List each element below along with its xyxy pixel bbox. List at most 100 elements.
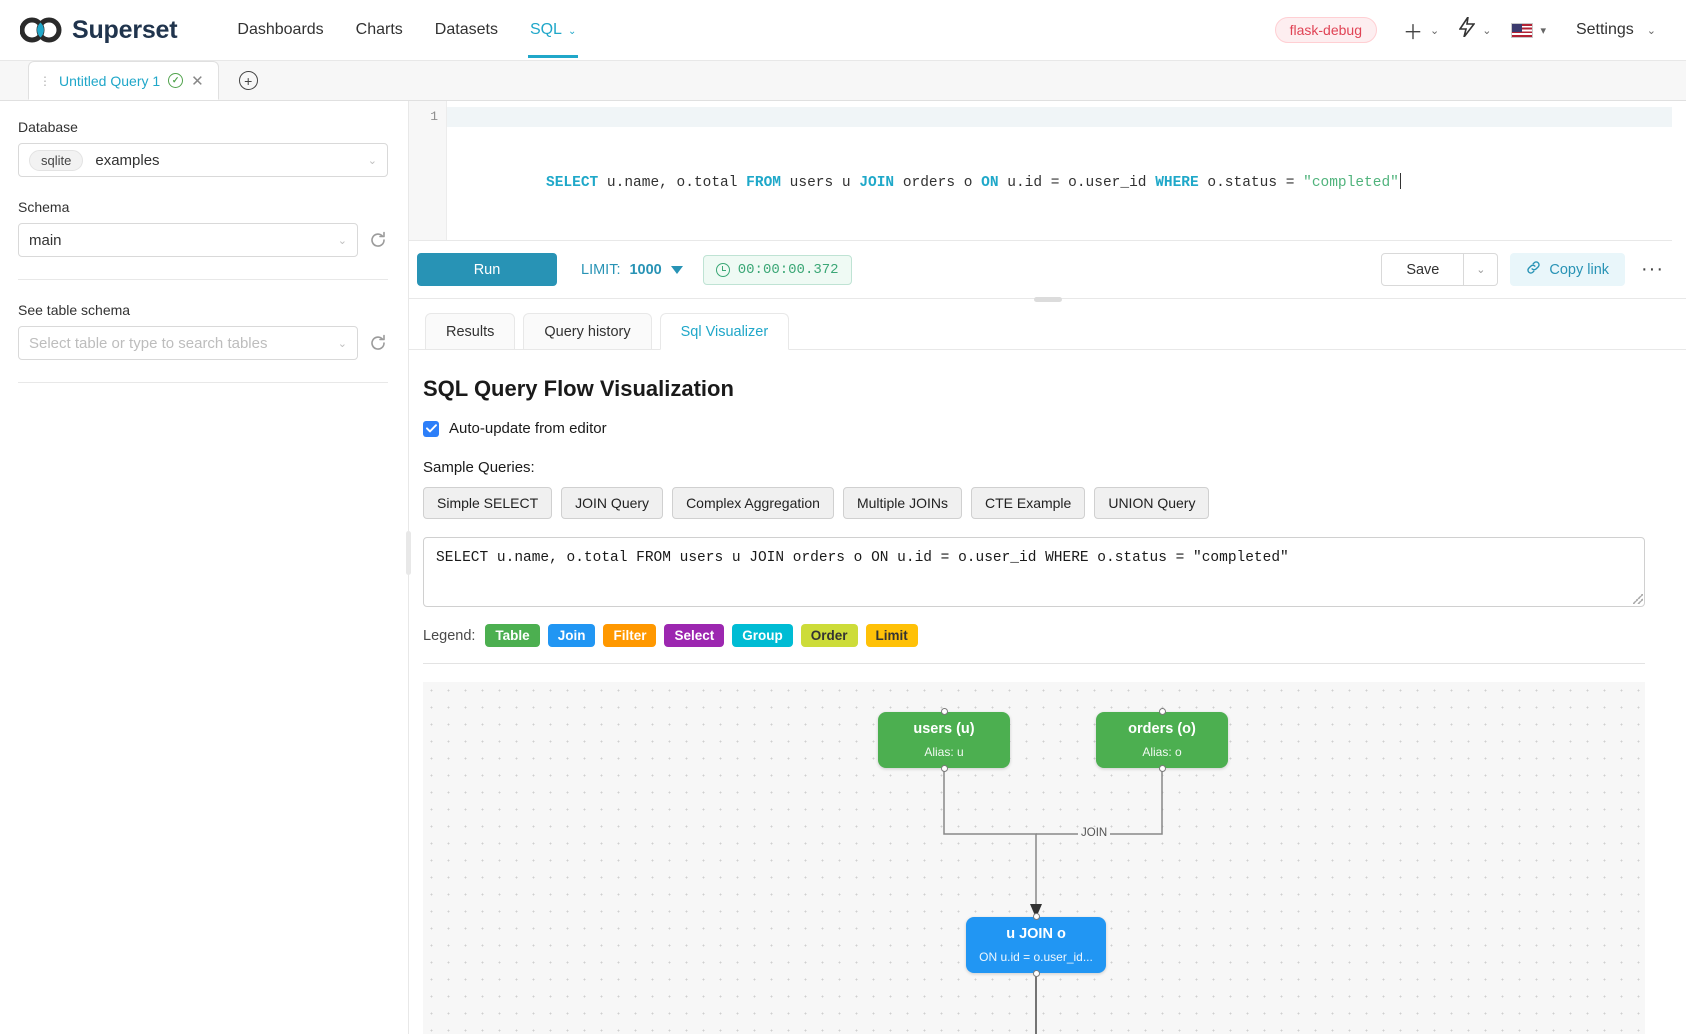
settings-menu[interactable]: Settings ⌄ — [1558, 9, 1664, 51]
legend-chip-order: Order — [800, 624, 858, 647]
sample-query-cte-example[interactable]: CTE Example — [970, 487, 1086, 519]
flow-node-subtitle: Alias: o — [1142, 744, 1182, 759]
flow-node-title: orders (o) — [1128, 721, 1196, 738]
limit-dropdown[interactable]: LIMIT: 1000 — [581, 262, 683, 278]
edge-label-join: JOIN — [1078, 827, 1111, 839]
nav-link-datasets[interactable]: Datasets — [434, 21, 498, 38]
flow-node-join[interactable]: u JOIN o ON u.id = o.user_id... — [966, 913, 1106, 977]
text-cursor — [1399, 173, 1401, 189]
sample-query-complex-aggregation[interactable]: Complex Aggregation — [672, 487, 834, 519]
bolt-icon — [1458, 16, 1476, 43]
textarea-resize-grip[interactable] — [1633, 594, 1643, 604]
legend-chip-table: Table — [485, 624, 540, 647]
timer-value: 00:00:00.372 — [737, 261, 839, 278]
query-tab-label: Untitled Query 1 — [59, 72, 161, 89]
editor-code-text: SELECT u.name, o.total FROM users u JOIN… — [546, 173, 1401, 191]
chevron-down-icon: ⌄ — [337, 337, 347, 350]
query-tab-bar: ⋮ Untitled Query 1 ✓ ✕ + — [0, 61, 1686, 101]
close-icon[interactable]: ✕ — [191, 72, 204, 90]
flow-node-subtitle: Alias: u — [924, 744, 964, 759]
schema-select[interactable]: main ⌄ — [18, 223, 358, 257]
table-select[interactable]: Select table or type to search tables ⌄ — [18, 326, 358, 360]
top-navbar: Superset Dashboards Charts Datasets SQL⌄… — [0, 0, 1686, 61]
limit-value: 1000 — [629, 261, 662, 278]
left-sidebar: Database sqlite examples ⌄ Schema main ⌄… — [0, 101, 411, 1034]
drag-handle-icon[interactable]: ⋮ — [39, 73, 51, 88]
sidebar-divider — [18, 279, 388, 280]
limit-prefix: LIMIT: — [581, 261, 621, 278]
chevron-down-icon: ⌄ — [1476, 264, 1486, 276]
sample-query-simple-select[interactable]: Simple SELECT — [423, 487, 553, 519]
auto-update-checkbox[interactable] — [423, 420, 439, 437]
settings-label: Settings — [1575, 21, 1634, 38]
schema-value: main — [29, 231, 62, 249]
new-item-button[interactable]: ＋ ⌄ — [1395, 10, 1447, 51]
panel-resize-handle[interactable] — [406, 531, 411, 575]
superset-logo-icon — [19, 17, 62, 43]
us-flag-icon — [1511, 22, 1534, 38]
refresh-schema-icon[interactable] — [368, 230, 388, 250]
flow-node-users[interactable]: users (u) Alias: u — [878, 708, 1010, 772]
sample-queries-label: Sample Queries: — [423, 459, 535, 476]
tab-results[interactable]: Results — [425, 313, 516, 350]
run-button[interactable]: Run — [417, 253, 557, 286]
nav-link-sql[interactable]: SQL⌄ — [514, 2, 592, 58]
flow-edges — [943, 770, 1163, 1034]
table-placeholder: Select table or type to search tables — [29, 334, 268, 352]
copy-link-button[interactable]: Copy link — [1510, 253, 1626, 286]
tab-sql-visualizer[interactable]: Sql Visualizer — [659, 313, 790, 350]
editor-code-area[interactable]: SELECT u.name, o.total FROM users u JOIN… — [447, 101, 1672, 240]
auto-update-row: Auto-update from editor — [423, 420, 1666, 437]
chevron-down-icon: ⌄ — [1482, 24, 1492, 37]
query-textarea-wrapper — [423, 537, 1645, 607]
flow-canvas[interactable]: JOIN users (u) Alias: u orders (o) Alias… — [423, 682, 1645, 1034]
result-tabs: Results Query history Sql Visualizer — [409, 299, 1686, 350]
save-button[interactable]: Save — [1381, 253, 1465, 286]
add-query-tab-button[interactable]: + — [238, 71, 258, 90]
status-ok-icon: ✓ — [168, 73, 184, 88]
nav-link-charts[interactable]: Charts — [355, 21, 403, 38]
bolt-menu-button[interactable]: ⌄ — [1451, 11, 1499, 49]
nav-link-dashboards[interactable]: Dashboards — [237, 21, 324, 38]
workspace: Database sqlite examples ⌄ Schema main ⌄… — [0, 101, 1686, 1034]
port-top-icon — [1158, 708, 1166, 715]
caret-down-icon: ▾ — [1540, 24, 1546, 37]
caret-down-icon — [670, 265, 683, 274]
right-panel: 1 SELECT u.name, o.total FROM users u JO… — [409, 101, 1686, 1034]
legend-chip-filter: Filter — [603, 624, 657, 647]
chevron-down-icon: ⌄ — [567, 26, 577, 37]
legend-chip-join: Join — [547, 624, 596, 647]
schema-row: main ⌄ — [18, 223, 388, 257]
database-select[interactable]: sqlite examples ⌄ — [18, 143, 388, 177]
visualizer-scroll-area: SQL Query Flow Visualization Auto-update… — [409, 350, 1686, 1034]
port-top-icon — [1032, 913, 1040, 920]
refresh-tables-icon[interactable] — [368, 333, 388, 353]
tab-query-history[interactable]: Query history — [523, 313, 652, 350]
legend-chip-select: Select — [664, 624, 725, 647]
sample-queries-row: Simple SELECT JOIN Query Complex Aggrega… — [423, 487, 1666, 519]
port-bottom-icon — [1032, 970, 1040, 977]
save-button-group: Save ⌄ — [1381, 253, 1499, 286]
toolbar-right-group: Save ⌄ Copy link ··· — [1381, 253, 1668, 286]
line-number: 1 — [430, 109, 438, 124]
more-options-button[interactable]: ··· — [1641, 258, 1664, 280]
port-bottom-icon — [940, 765, 948, 772]
brand-logo-group[interactable]: Superset — [19, 15, 178, 45]
nav-right-group: flask-debug ＋ ⌄ ⌄ ▾ Settings ⌄ — [1274, 9, 1664, 51]
sample-query-join-query[interactable]: JOIN Query — [561, 487, 664, 519]
flow-node-orders[interactable]: orders (o) Alias: o — [1096, 708, 1228, 772]
sample-query-union-query[interactable]: UNION Query — [1094, 487, 1210, 519]
sample-query-multiple-joins[interactable]: Multiple JOINs — [842, 487, 962, 519]
sql-editor[interactable]: 1 SELECT u.name, o.total FROM users u JO… — [409, 101, 1672, 241]
database-label: Database — [18, 119, 78, 135]
query-tab-untitled-query-1[interactable]: ⋮ Untitled Query 1 ✓ ✕ — [28, 61, 219, 100]
legend-label: Legend: — [423, 627, 476, 644]
query-textarea[interactable] — [423, 537, 1645, 607]
vertical-resize-handle[interactable] — [1033, 297, 1062, 302]
port-top-icon — [940, 708, 948, 715]
page-title: SQL Query Flow Visualization — [423, 376, 734, 401]
language-selector[interactable]: ▾ — [1503, 17, 1554, 44]
save-dropdown-button[interactable]: ⌄ — [1464, 253, 1499, 286]
brand-name: Superset — [72, 15, 178, 44]
database-value: examples — [95, 151, 160, 169]
